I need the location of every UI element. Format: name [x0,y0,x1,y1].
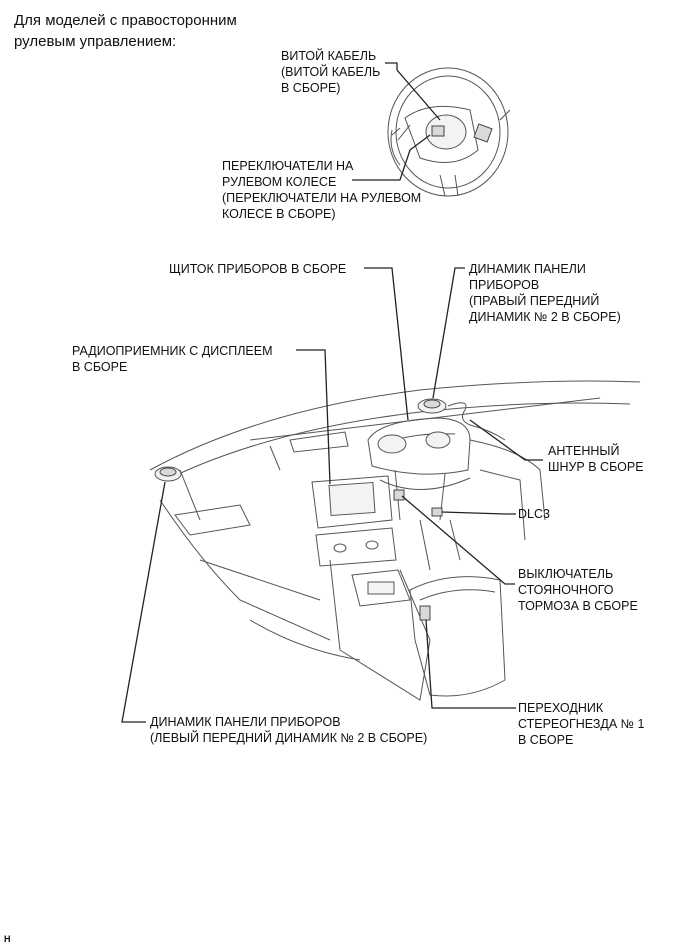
label-line: КОЛЕСЕ В СБОРЕ) [222,207,336,221]
label-steering-switches: ПЕРЕКЛЮЧАТЕЛИ НА РУЛЕВОМ КОЛЕСЕ (ПЕРЕКЛЮ… [222,158,421,222]
label-parking-brake: ВЫКЛЮЧАТЕЛЬ СТОЯНОЧНОГО ТОРМОЗА В СБОРЕ [518,566,638,614]
label-line: СТОЯНОЧНОГО [518,583,614,597]
heading-line: Для моделей с правосторонним [14,12,237,29]
label-line: ДИНАМИК ПАНЕЛИ ПРИБОРОВ [150,715,341,729]
leader-lines [121,62,543,723]
figure-id: H [4,934,11,944]
label-line: (ВИТОЙ КАБЕЛЬ [281,65,381,79]
label-line: ВИТОЙ КАБЕЛЬ [281,49,377,63]
label-line: СТЕРЕОГНЕЗДА № 1 [518,717,645,731]
label-line: (ЛЕВЫЙ ПЕРЕДНИЙ ДИНАМИК № 2 В СБОРЕ) [150,731,428,745]
heading-line: рулевым управлением: [14,33,177,50]
label-line: ПЕРЕКЛЮЧАТЕЛИ НА [222,159,354,173]
label-line: ВЫКЛЮЧАТЕЛЬ [518,567,614,581]
label-left-speaker: ДИНАМИК ПАНЕЛИ ПРИБОРОВ (ЛЕВЫЙ ПЕРЕДНИЙ … [150,714,427,746]
label-line: ДИНАМИК № 2 В СБОРЕ) [469,310,621,324]
label-line: ДИНАМИК ПАНЕЛИ [469,262,586,276]
label-line: ПЕРЕХОДНИК [518,701,604,715]
label-combination-meter: ЩИТОК ПРИБОРОВ В СБОРЕ [169,261,346,277]
steering-wheel-inset [387,67,511,197]
label-line: ПРИБОРОВ [469,278,540,292]
label-line: DLC3 [518,507,550,521]
label-line: ТОРМОЗА В СБОРЕ [518,599,638,613]
label-line: (ПРАВЫЙ ПЕРЕДНИЙ [469,294,600,308]
label-stereo-jack: ПЕРЕХОДНИК СТЕРЕОГНЕЗДА № 1 В СБОРЕ [518,700,645,748]
dashboard [149,380,641,701]
label-line: В СБОРЕ) [281,81,341,95]
label-dlc3: DLC3 [518,506,550,522]
label-line: РАДИОПРИЕМНИК С ДИСПЛЕЕМ [72,344,273,358]
label-radio: РАДИОПРИЕМНИК С ДИСПЛЕЕМ В СБОРЕ [72,343,273,375]
label-line: АНТЕННЫЙ [548,444,620,458]
label-spiral-cable: ВИТОЙ КАБЕЛЬ (ВИТОЙ КАБЕЛЬ В СБОРЕ) [281,48,380,96]
label-line: (ПЕРЕКЛЮЧАТЕЛИ НА РУЛЕВОМ [222,191,422,205]
label-line: РУЛЕВОМ КОЛЕСЕ [222,175,337,189]
heading: Для моделей с правосторонним рулевым упр… [14,10,237,52]
label-antenna: АНТЕННЫЙ ШНУР В СБОРЕ [548,443,644,475]
label-line: ШНУР В СБОРЕ [548,460,644,474]
label-line: В СБОРЕ [518,733,574,747]
label-line: ЩИТОК ПРИБОРОВ В СБОРЕ [169,262,347,276]
label-right-speaker: ДИНАМИК ПАНЕЛИ ПРИБОРОВ (ПРАВЫЙ ПЕРЕДНИЙ… [469,261,621,325]
label-line: В СБОРЕ [72,360,128,374]
